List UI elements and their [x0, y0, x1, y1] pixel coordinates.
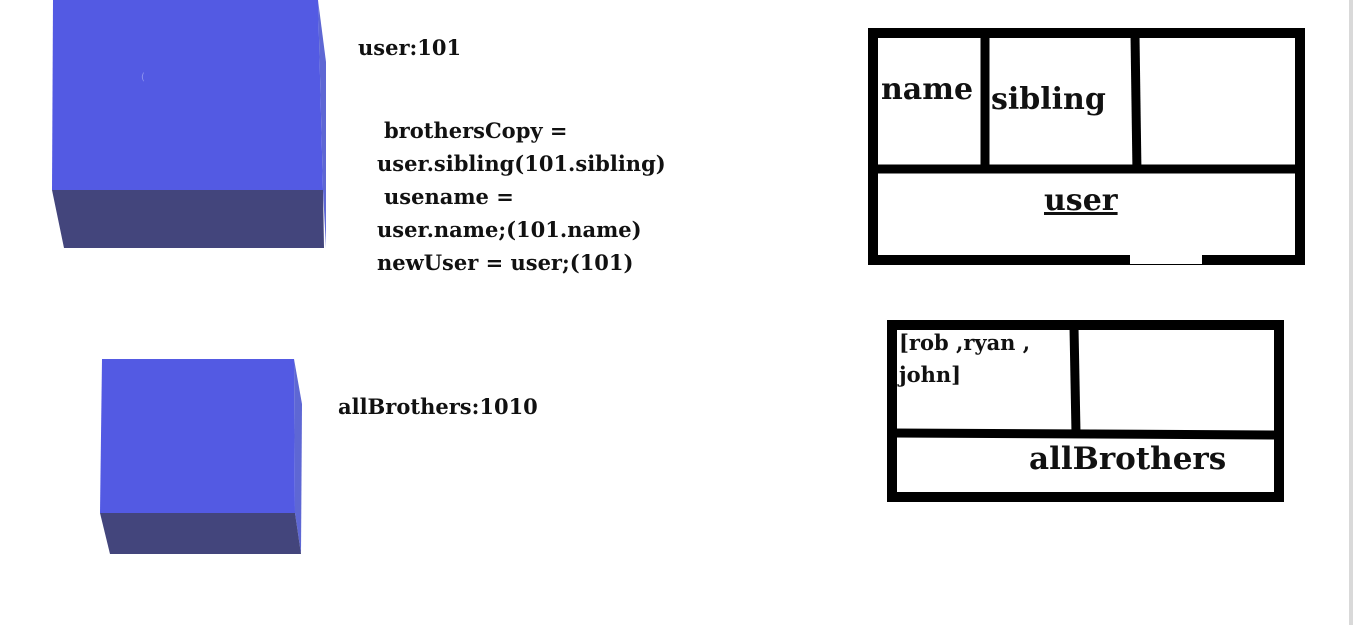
all-brothers-cube — [100, 359, 302, 554]
all-brothers-box-footer: allBrothers — [1029, 441, 1227, 477]
cube-bottom-face — [100, 513, 301, 554]
page-edge-divider — [1349, 0, 1353, 625]
code-line: user.name;(101.name) — [377, 217, 642, 242]
cube-side-face — [294, 359, 302, 554]
user-object-cube: ( — [52, 0, 326, 248]
cube-front-face — [52, 0, 323, 190]
user-sibling-cell: sibling — [991, 82, 1106, 117]
all-brothers-value-line: [rob ,ryan , — [899, 330, 1031, 355]
user-memory-box: name sibling user — [868, 28, 1305, 265]
cube-bottom-face — [52, 190, 324, 248]
user-box-footer: user — [1044, 183, 1118, 218]
code-line: newUser = user;(101) — [377, 250, 634, 275]
code-block: brothersCopy = user.sibling(101.sibling)… — [377, 114, 666, 279]
all-brothers-value-line: john] — [899, 362, 962, 387]
user-name-cell: name — [881, 72, 974, 107]
user-object-label: user:101 — [358, 35, 462, 60]
code-line: user.sibling(101.sibling) — [377, 151, 666, 176]
cube-side-face — [318, 0, 326, 248]
code-line: brothersCopy = — [384, 118, 568, 143]
cube-front-face — [100, 359, 295, 513]
svg-text:(: ( — [141, 72, 145, 83]
code-line: usename = — [384, 184, 514, 209]
all-brothers-memory-box: [rob ,ryan , john] allBrothers — [887, 320, 1284, 502]
all-brothers-object-label: allBrothers:1010 — [338, 394, 538, 419]
